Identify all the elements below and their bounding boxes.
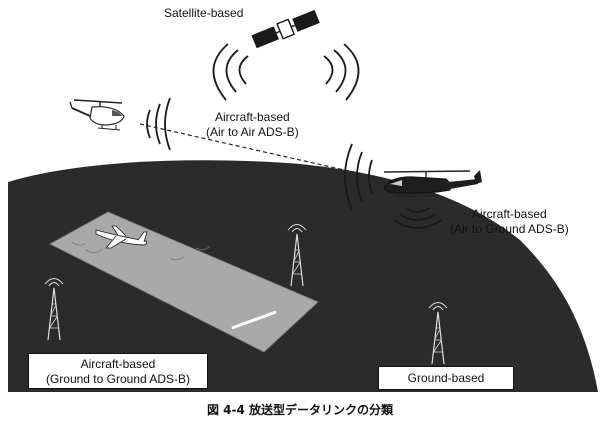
helicopter-icon <box>383 170 482 197</box>
air-to-ground-subtitle: (Air to Ground ADS-B) <box>450 222 569 236</box>
signal-waves-air-right <box>344 143 373 211</box>
signal-waves-satellite <box>212 43 360 101</box>
air-to-ground-title: Aircraft-based <box>472 207 547 221</box>
air-to-air-link <box>139 123 381 179</box>
runway <box>49 211 319 353</box>
satellite-label: Satellite-based <box>164 6 244 20</box>
air-to-air-label: Aircraft-based (Air to Air ADS-B) <box>206 110 299 140</box>
signal-waves-air-to-ground <box>393 207 443 229</box>
air-to-ground-label: Aircraft-based (Air to Ground ADS-B) <box>450 207 569 237</box>
airliner-icon <box>95 225 148 249</box>
air-to-air-title: Aircraft-based <box>214 110 290 124</box>
earth-surface <box>8 160 598 392</box>
signal-waves-air-left <box>146 97 171 151</box>
ground-based-label: Ground-based <box>378 366 514 390</box>
ground-to-ground-title: Aircraft-based <box>80 357 156 371</box>
helicopter-icon <box>69 99 125 131</box>
air-to-air-subtitle: (Air to Air ADS-B) <box>206 125 299 139</box>
ground-to-ground-label: Aircraft-based (Ground to Ground ADS-B) <box>28 353 208 389</box>
figure-caption: 図 4-4 放送型データリンクの分類 <box>206 403 394 417</box>
ground-to-ground-subtitle: (Ground to Ground ADS-B) <box>45 372 191 386</box>
satellite-icon <box>251 9 320 49</box>
